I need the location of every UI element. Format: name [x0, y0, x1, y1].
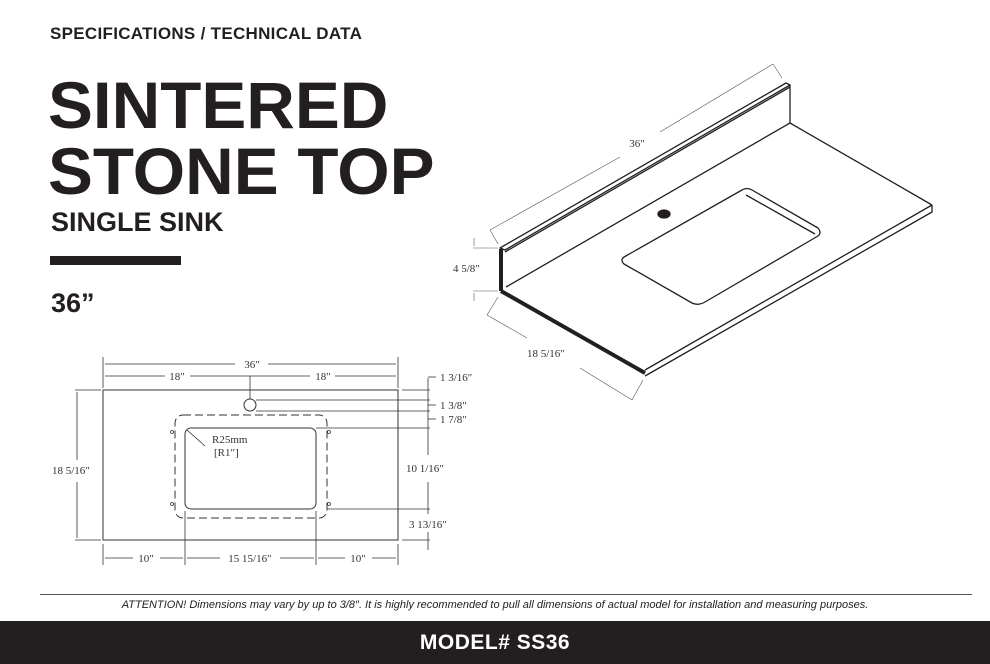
technical-drawings: 36″ 18″ 18″ 18 5/16″ 1 3/16″ 1 3/8″ 1 7/… — [52, 63, 933, 565]
dim-back-to-faucet: 1 3/16″ — [440, 372, 472, 384]
corner-radius-in: [R1″] — [214, 447, 239, 459]
dim-overall-width: 36″ — [244, 359, 260, 371]
backsplash-top — [499, 82, 791, 251]
iso-dim-backsplash: 4 5/8″ — [453, 263, 480, 275]
dim-sink-to-front: 3 13/16″ — [409, 519, 447, 531]
countertop-outline — [102, 389, 399, 541]
model-footer: MODEL# SS36 — [0, 621, 990, 664]
dim-left-margin: 10″ — [138, 553, 154, 565]
iso-labels: 36″ 4 5/8″ 18 5/16″ — [453, 138, 645, 360]
attention-notice: ATTENTION! Dimensions may vary by up to … — [121, 599, 869, 611]
isometric-drawing — [473, 63, 933, 401]
corner-radius-mm: R25mm — [212, 434, 248, 446]
dim-faucet-hole: 1 3/8″ — [440, 400, 467, 412]
product-subtitle: SINGLE SINK — [51, 207, 224, 237]
product-title-line2: STONE TOP — [48, 134, 435, 208]
faucet-hole — [243, 398, 257, 412]
iso-dim-width: 36″ — [629, 138, 645, 150]
section-label: SPECIFICATIONS / TECHNICAL DATA — [50, 24, 363, 43]
dim-faucet-to-sink: 1 7/8″ — [440, 414, 467, 426]
iso-sink — [621, 187, 821, 305]
sink-outline — [184, 427, 317, 510]
plan-drawing — [75, 357, 436, 565]
dim-sink-depth: 10 1/16″ — [406, 463, 444, 475]
model-number: MODEL# SS36 — [419, 630, 571, 654]
product-size: 36” — [51, 288, 95, 318]
dim-half-left: 18″ — [169, 371, 185, 383]
notice-divider — [40, 594, 972, 595]
dim-half-right: 18″ — [315, 371, 331, 383]
dim-depth: 18 5/16″ — [52, 465, 90, 477]
dim-sink-width: 15 15/16″ — [228, 553, 271, 565]
dim-right-margin: 10″ — [350, 553, 366, 565]
cutout-outline — [174, 414, 328, 519]
divider-bar — [50, 256, 181, 265]
product-title-line1: SINTERED — [48, 68, 389, 142]
iso-faucet-hole — [657, 209, 671, 219]
plan-labels: 36″ 18″ 18″ 18 5/16″ 1 3/16″ 1 3/8″ 1 7/… — [52, 359, 472, 565]
iso-dim-depth: 18 5/16″ — [527, 348, 565, 360]
